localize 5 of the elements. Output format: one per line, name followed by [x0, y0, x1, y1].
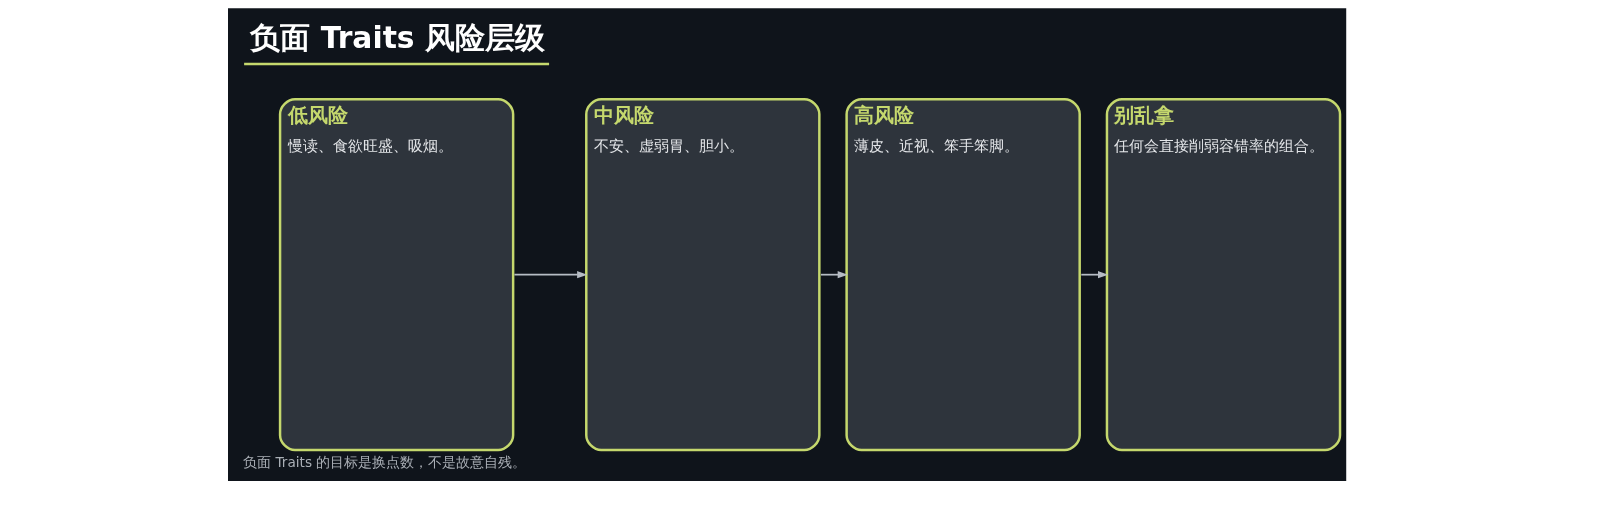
arrow	[513, 271, 587, 279]
caption: 负面 Traits 的目标是换点数，不是故意自残。	[242, 454, 526, 471]
arrow	[1079, 271, 1108, 279]
arrow	[819, 271, 848, 279]
diagram-title: 负面 Traits 风险层级	[249, 20, 545, 56]
